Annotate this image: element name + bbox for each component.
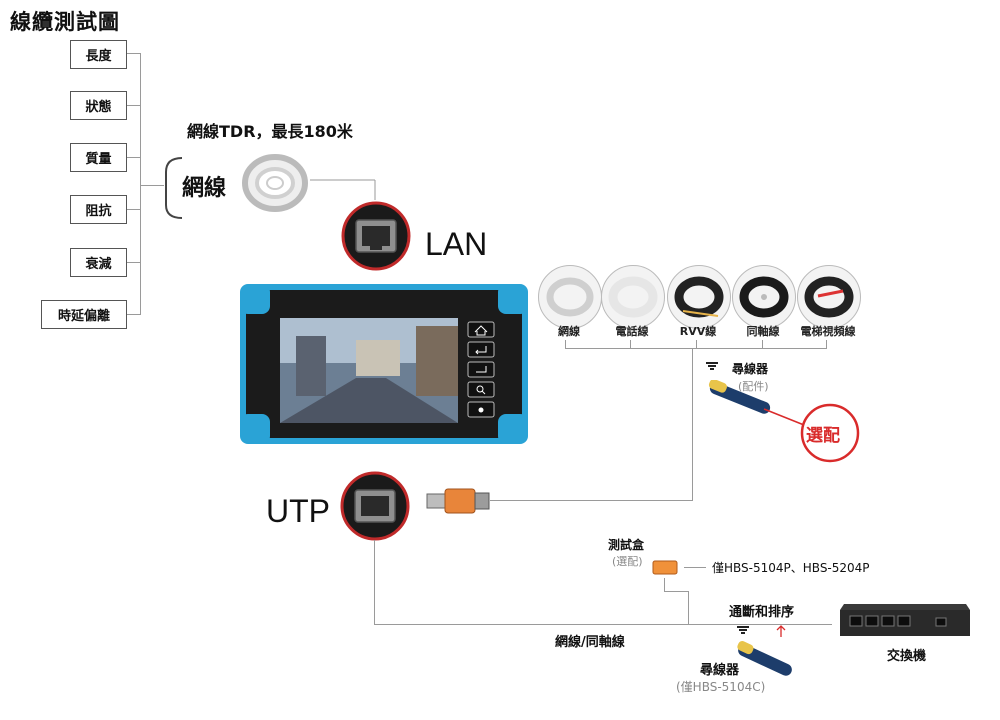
signal-icon [737, 626, 749, 634]
arrow-up-icon [776, 625, 786, 637]
network-cable-group [165, 154, 376, 219]
return-icon [467, 341, 495, 358]
lan-port-icon [341, 201, 411, 271]
tester-device [240, 284, 528, 444]
cable-type-label: 網線 [558, 325, 580, 338]
continuity-label: 通斷和排序 [729, 605, 795, 620]
network-cable-label: 網線 [182, 176, 227, 201]
tracer-label: 尋線器 [732, 362, 769, 376]
test-box-icon [652, 560, 678, 575]
thumb-rvv-cable [667, 265, 731, 329]
box-status: 狀態 [70, 91, 127, 120]
bnc-connector-icon [426, 488, 490, 514]
box-quality: 質量 [70, 143, 127, 172]
cable-type-label: 電梯視頻線 [800, 325, 856, 338]
utp-port-icon [340, 471, 410, 541]
box-delay-skew: 時延偏離 [41, 300, 127, 329]
cable-type-label: 同軸線 [746, 325, 780, 338]
thumb-elevator-cable [797, 265, 861, 329]
tdr-note: 網線TDR，最長180米 [187, 122, 353, 141]
device-button-column [467, 321, 495, 418]
switch-label: 交換機 [887, 649, 927, 664]
test-box-label: 測試盒 [608, 538, 645, 552]
bottom-cable-label: 網線/同軸線 [555, 635, 625, 650]
network-switch-icon [840, 604, 970, 636]
bottom-tracer-note: (僅HBS-5104C) [676, 680, 766, 694]
cable-coil-icon [242, 154, 308, 212]
optional-badge: 選配 [806, 426, 840, 446]
box-length: 長度 [70, 40, 127, 69]
bottom-tracer-probe-icon [737, 640, 792, 676]
test-box-models: 僅HBS-5104P、HBS-5204P [712, 561, 870, 575]
tracer-probe-icon [708, 380, 771, 414]
bottom-tracer-label: 尋線器 [700, 663, 740, 678]
brightness-icon [467, 401, 495, 418]
home-icon [467, 321, 495, 338]
thumb-coax-cable [732, 265, 796, 329]
optional-badge-group [763, 403, 860, 463]
cable-type-label: RVV線 [679, 325, 717, 338]
test-box-note: (選配) [612, 555, 643, 568]
zoom-icon [467, 381, 495, 398]
thumb-phone-cable [601, 265, 665, 329]
thumb-network-cable [538, 265, 602, 329]
lan-label: LAN [425, 226, 488, 262]
box-impedance: 阻抗 [70, 195, 127, 224]
tracer-note: (配件) [738, 380, 769, 393]
signal-icon [706, 362, 718, 370]
box-attenuation: 衰減 [70, 248, 127, 277]
page-title: 線纜測試圖 [10, 10, 120, 34]
cable-type-label: 電話線 [615, 325, 649, 338]
utp-label: UTP [266, 493, 330, 529]
enter-icon [467, 361, 495, 378]
